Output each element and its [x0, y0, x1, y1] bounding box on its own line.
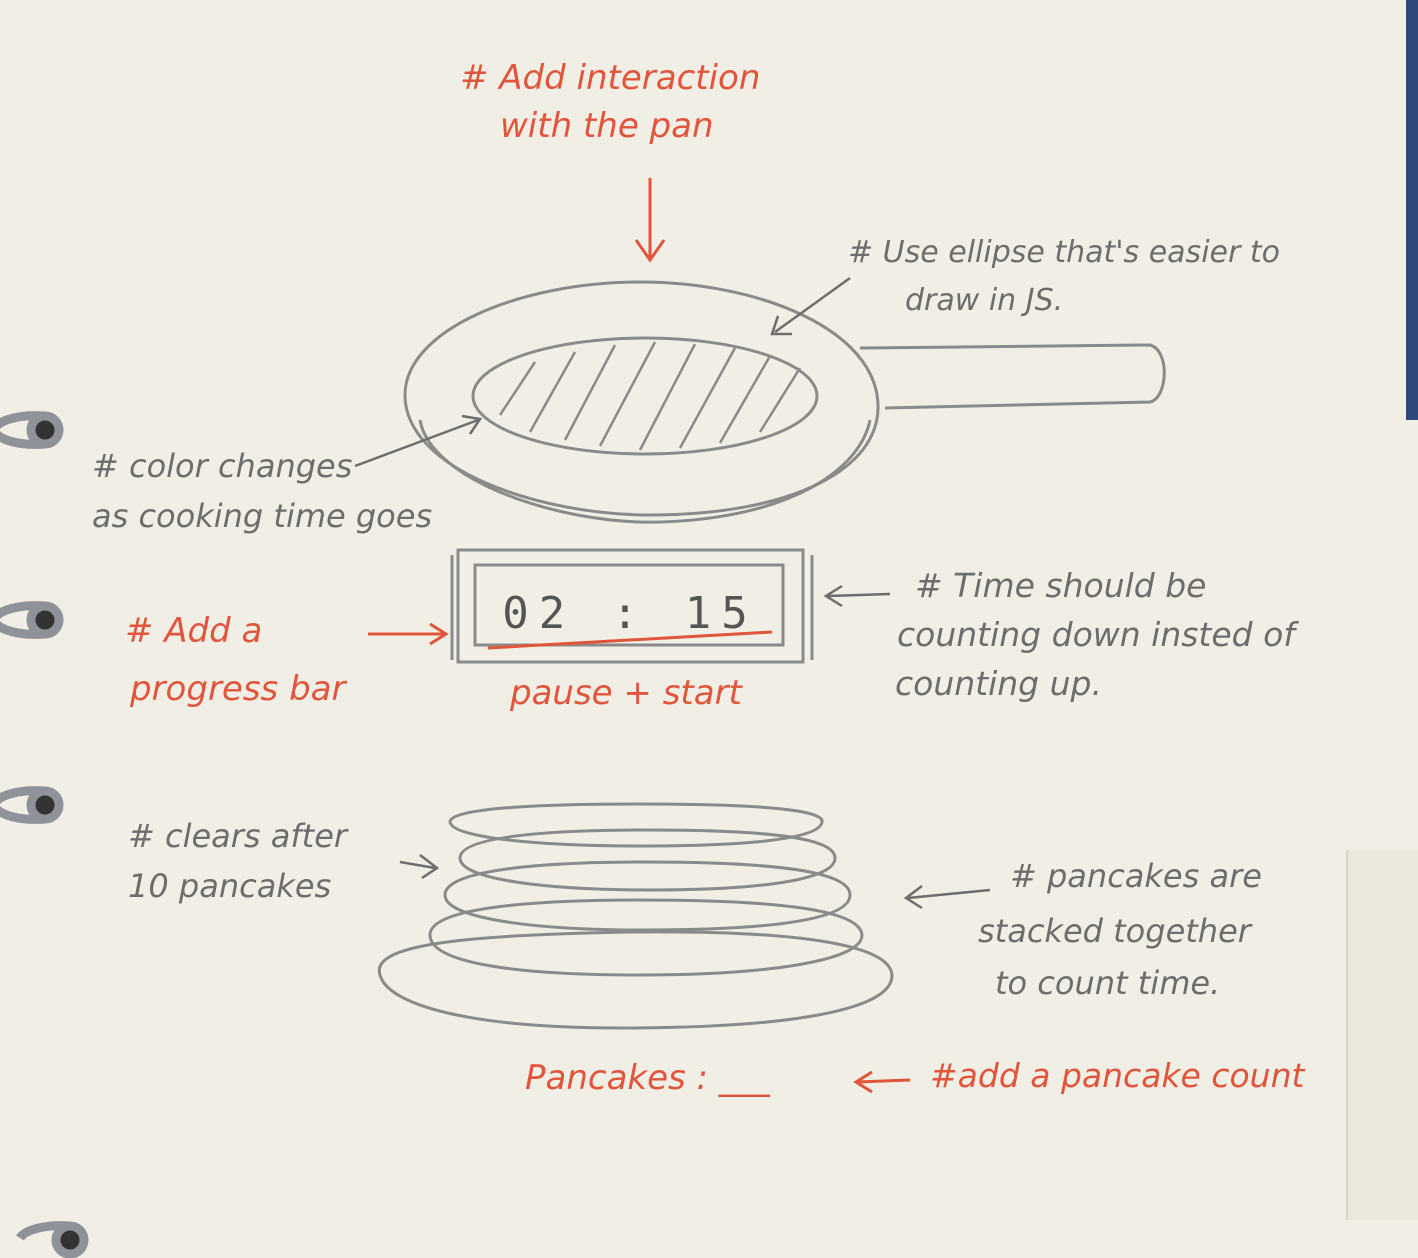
- note-pan-interaction-2: with the pan: [500, 106, 714, 146]
- pan-body: [403, 280, 880, 517]
- divider-tab-upper: [1346, 850, 1418, 990]
- note-pancake-count: #add a pancake count: [930, 1056, 1305, 1095]
- note-stacked-2: stacked together: [978, 912, 1251, 950]
- note-stacked-3: to count time.: [995, 964, 1221, 1002]
- note-color-change-2: as cooking time goes: [92, 497, 433, 535]
- note-pan-interaction-1: # Add interaction: [460, 58, 761, 98]
- note-countdown-2: counting down insted of: [897, 615, 1295, 654]
- note-progress-bar-1: # Add a: [125, 611, 263, 651]
- timer-controls-label: pause + start: [510, 673, 742, 713]
- pancake-3: [458, 828, 837, 892]
- notebook-cover-edge: [1406, 0, 1418, 420]
- pancake-hatching: [498, 341, 802, 451]
- divider-tab-lower: [1346, 990, 1418, 1220]
- timer-display: 02 : 15: [502, 588, 758, 639]
- pancake-5: [428, 898, 864, 977]
- note-progress-bar-2: progress bar: [130, 669, 346, 709]
- arrow-ellipse: [770, 276, 851, 336]
- note-ellipse-2: draw in JS.: [905, 283, 1064, 318]
- timer-box: [450, 548, 814, 664]
- arrow-stacked: [903, 885, 991, 910]
- binder-rings: [0, 411, 89, 1258]
- arrow-pan-interaction: [634, 178, 666, 263]
- pan-base: [418, 419, 872, 524]
- pancake-stack: [377, 802, 894, 1030]
- arrow-pancake-count: [853, 1070, 911, 1094]
- pancake-in-pan: [471, 336, 819, 456]
- progress-bar-line: [487, 630, 773, 650]
- arrow-progress-bar: [368, 622, 449, 646]
- pancake-2: [448, 802, 824, 848]
- note-stacked-1: # pancakes are: [1010, 857, 1262, 895]
- binder-ring-3: [0, 786, 64, 824]
- note-countdown-3: counting up.: [895, 664, 1102, 703]
- pan-handle: [859, 343, 1166, 410]
- note-ellipse-1: # Use ellipse that's easier to: [848, 235, 1280, 270]
- note-clears-1: # clears after: [128, 817, 348, 855]
- plate: [377, 930, 894, 1030]
- pancake-counter-label: Pancakes : ___: [525, 1058, 770, 1098]
- arrow-clears: [399, 854, 440, 880]
- note-color-change-1: # color changes: [92, 447, 353, 485]
- note-countdown-1: # Time should be: [915, 566, 1207, 605]
- binder-ring-1: [0, 411, 64, 449]
- frying-pan: [403, 280, 1166, 524]
- arrow-color-change: [354, 414, 483, 468]
- binder-ring-2: [0, 601, 64, 639]
- binder-ring-4: [16, 1221, 89, 1258]
- note-clears-2: 10 pancakes: [128, 867, 332, 905]
- pancake-4: [443, 860, 852, 932]
- arrow-countdown: [823, 584, 891, 608]
